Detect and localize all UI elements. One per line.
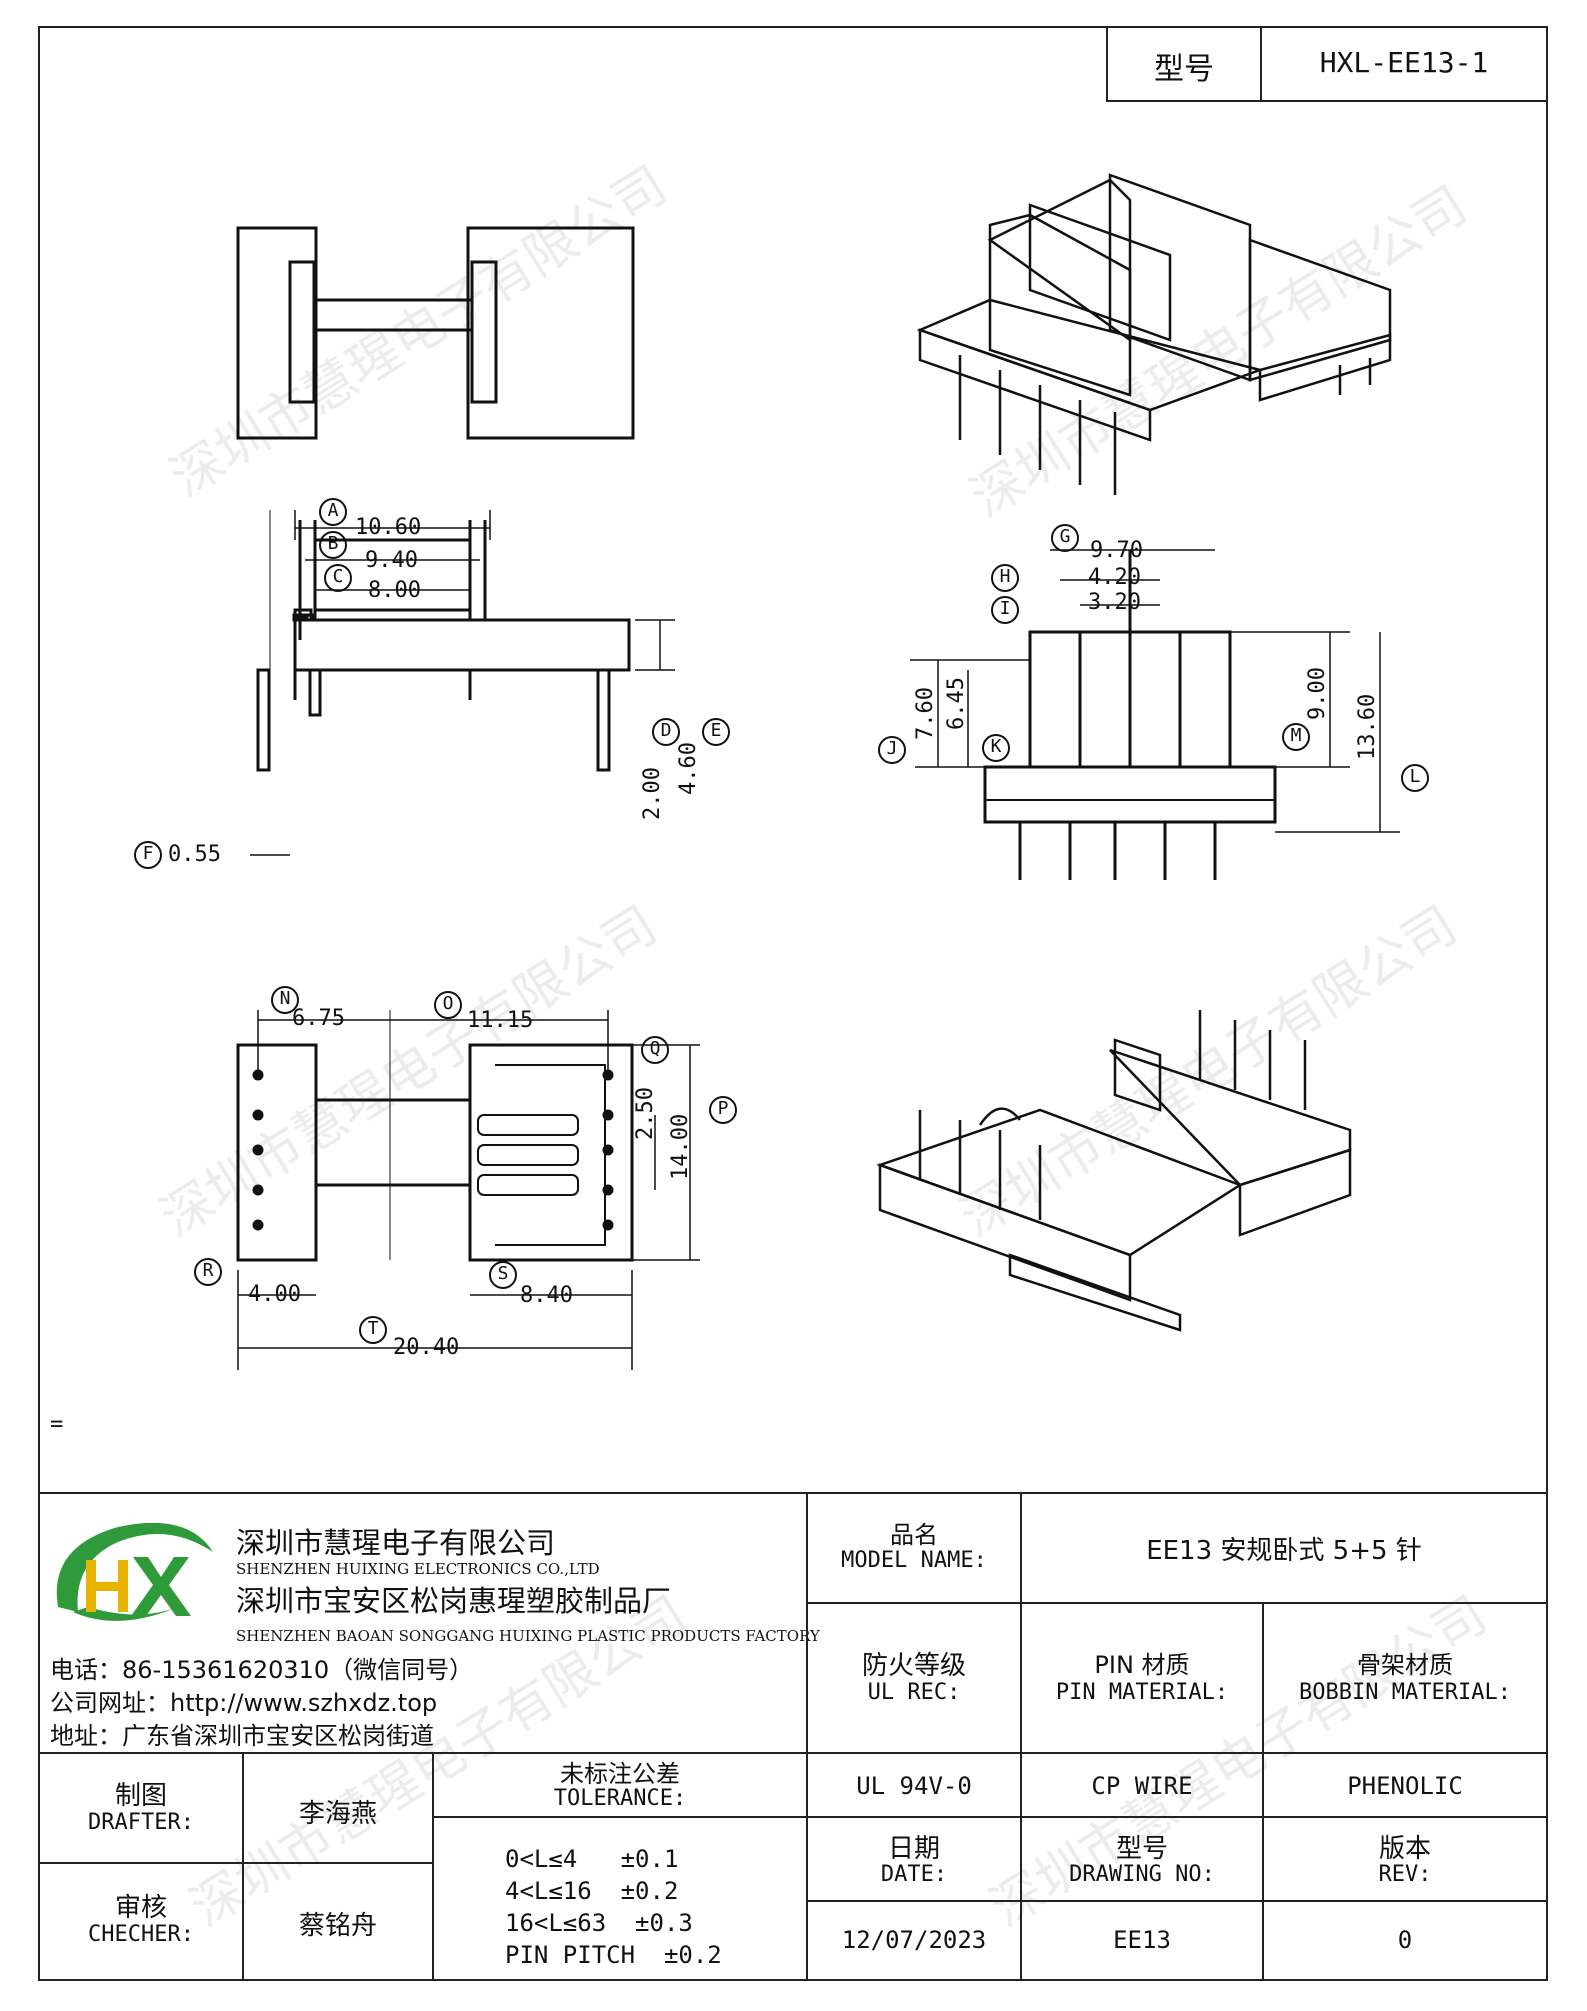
- dim-value-r: 4.00: [248, 1282, 301, 1307]
- pin-label-en: PIN MATERIAL:: [1055, 1680, 1229, 1705]
- dim-value-t: 20.40: [393, 1335, 460, 1360]
- checker-label-en: CHECHER:: [88, 1922, 194, 1947]
- side-view: [250, 510, 675, 856]
- pin-value: CP WIRE: [1091, 1772, 1193, 1800]
- factory-name-cn: 深圳市宝安区松岗惠瑆塑胶制品厂: [236, 1584, 672, 1618]
- tolerance-label-cn: 未标注公差: [560, 1760, 680, 1788]
- dim-letter-j: J: [886, 738, 898, 759]
- dim-value-d: 2.00: [640, 767, 665, 820]
- date-value: 12/07/2023: [841, 1926, 987, 1954]
- dim-letter-b: B: [327, 533, 339, 554]
- date-label-en: DATE:: [880, 1862, 948, 1887]
- iso-view-bottom: [876, 1010, 1352, 1332]
- tolerance-label-en: TOLERANCE:: [553, 1786, 687, 1811]
- dim-letter-s: S: [497, 1263, 509, 1284]
- dim-value-n: 6.75: [292, 1006, 345, 1031]
- drawing-no-value: EE13: [1113, 1926, 1171, 1954]
- dim-value-j: 7.60: [913, 687, 938, 740]
- dim-letter-m: M: [1290, 725, 1302, 746]
- model-name-en: MODEL NAME:: [841, 1548, 987, 1573]
- drafter-label-en: DRAFTER:: [88, 1810, 194, 1835]
- rev-value-cell: [1262, 1900, 1548, 1981]
- dim-value-f: 0.55: [168, 842, 221, 867]
- tolerance-line: PIN PITCH ±0.2: [505, 1941, 722, 1969]
- dim-values: 10.60 9.40 8.00 2.00 4.60 0.55 9.70 4.20…: [168, 515, 1380, 1360]
- dim-letter-l: L: [1409, 766, 1421, 787]
- dim-value-p: 14.00: [668, 1113, 693, 1180]
- factory-name-en: SHENZHEN BAOAN SONGGANG HUIXING PLASTIC …: [236, 1627, 820, 1645]
- dim-value-g: 9.70: [1090, 538, 1143, 563]
- bobbin-value: PHENOLIC: [1347, 1772, 1463, 1800]
- iso-view-top: [916, 173, 1392, 495]
- bobbin-label-en: BOBBIN MATERIAL:: [1299, 1680, 1511, 1705]
- drawing-no-label-en: DRAWING NO:: [1069, 1862, 1215, 1887]
- company-website: 公司网址：http://www.szhxdz.top: [50, 1689, 438, 1717]
- dim-letter-e: E: [710, 720, 722, 741]
- front-view: [910, 549, 1400, 880]
- ul-value: UL 94V-0: [856, 1772, 972, 1800]
- dim-value-c: 8.00: [368, 578, 421, 603]
- tolerance-values-cell: [432, 1816, 808, 1981]
- dim-letter-o: O: [442, 993, 454, 1014]
- ul-label-en: UL REC:: [867, 1680, 961, 1705]
- drawing-no-label-cn: 型号: [1115, 1834, 1168, 1864]
- stray-mark: =: [50, 1412, 64, 1437]
- dim-value-o: 11.15: [467, 1008, 534, 1033]
- company-address: 地址：广东省深圳市宝安区松岗街道: [50, 1722, 434, 1750]
- model-name-cn: 品名: [890, 1521, 938, 1549]
- dim-letter-n: N: [279, 988, 291, 1009]
- tolerance-line: 16<L≤63 ±0.3: [505, 1909, 693, 1937]
- dim-value-h: 4.20: [1088, 565, 1141, 590]
- model-name-value: EE13 安规卧式 5+5 针: [1146, 1536, 1422, 1566]
- date-label-cn: 日期: [887, 1834, 940, 1864]
- drafter-label-cn: 制图: [114, 1781, 167, 1811]
- dim-letter-k: K: [990, 736, 1002, 757]
- dim-value-q: 2.50: [633, 1087, 658, 1140]
- tolerance-line: 4<L≤16 ±0.2: [505, 1877, 679, 1905]
- dim-value-l: 13.60: [1355, 693, 1380, 760]
- dim-value-i: 3.20: [1088, 590, 1141, 615]
- dim-value-s: 8.40: [520, 1283, 573, 1308]
- dim-letters: A B C D E F G H I J K L M N O P Q R S T: [142, 500, 1421, 1339]
- dim-letter-i: I: [999, 598, 1011, 619]
- company-phone: 电话：86-15361620310（微信同号）: [50, 1656, 474, 1684]
- technical-drawing: [134, 173, 1429, 1370]
- dim-value-k: 6.45: [944, 677, 969, 730]
- dim-letter-p: P: [717, 1098, 729, 1119]
- dim-letter-t: T: [367, 1318, 379, 1339]
- header-model-label: 型号: [1154, 52, 1214, 87]
- bottom-view: [236, 1010, 700, 1370]
- rev-label-cn: 版本: [1378, 1834, 1431, 1864]
- dim-letter-c: C: [332, 566, 344, 587]
- dim-letter-f: F: [142, 843, 154, 864]
- top-view: [236, 226, 635, 440]
- dim-letter-d: D: [660, 720, 672, 741]
- ul-label-cn: 防火等级: [861, 1651, 966, 1681]
- company-name-en: SHENZHEN HUIXING ELECTRONICS CO.,LTD: [236, 1560, 600, 1578]
- dim-letter-g: G: [1059, 526, 1071, 547]
- drafter-name: 李海燕: [298, 1799, 377, 1829]
- dim-letter-q: Q: [649, 1038, 661, 1059]
- dim-value-b: 9.40: [365, 548, 418, 573]
- dim-value-e: 4.60: [676, 742, 701, 795]
- rev-label-en: REV:: [1378, 1862, 1432, 1887]
- bobbin-label-cn: 骨架材质: [1357, 1651, 1453, 1679]
- dim-letter-r: R: [202, 1260, 214, 1281]
- checker-label-cn: 审核: [114, 1893, 167, 1923]
- rev-value: 0: [1397, 1926, 1413, 1954]
- dim-value-m: 9.00: [1305, 667, 1330, 720]
- header-model-value-cell: [1260, 26, 1548, 102]
- tolerance-line: 0<L≤4 ±0.1: [505, 1845, 679, 1873]
- dim-letter-a: A: [327, 500, 339, 521]
- header-model-value: HXL-EE13-1: [1319, 46, 1489, 79]
- company-logo: [56, 1522, 213, 1621]
- checker-name: 蔡铭舟: [298, 1911, 377, 1941]
- dim-value-a: 10.60: [355, 515, 422, 540]
- pin-label-cn: PIN 材质: [1094, 1651, 1190, 1679]
- dim-circles: [134, 498, 1429, 1344]
- company-name-cn: 深圳市慧瑆电子有限公司: [236, 1526, 556, 1560]
- dim-letter-h: H: [999, 566, 1011, 587]
